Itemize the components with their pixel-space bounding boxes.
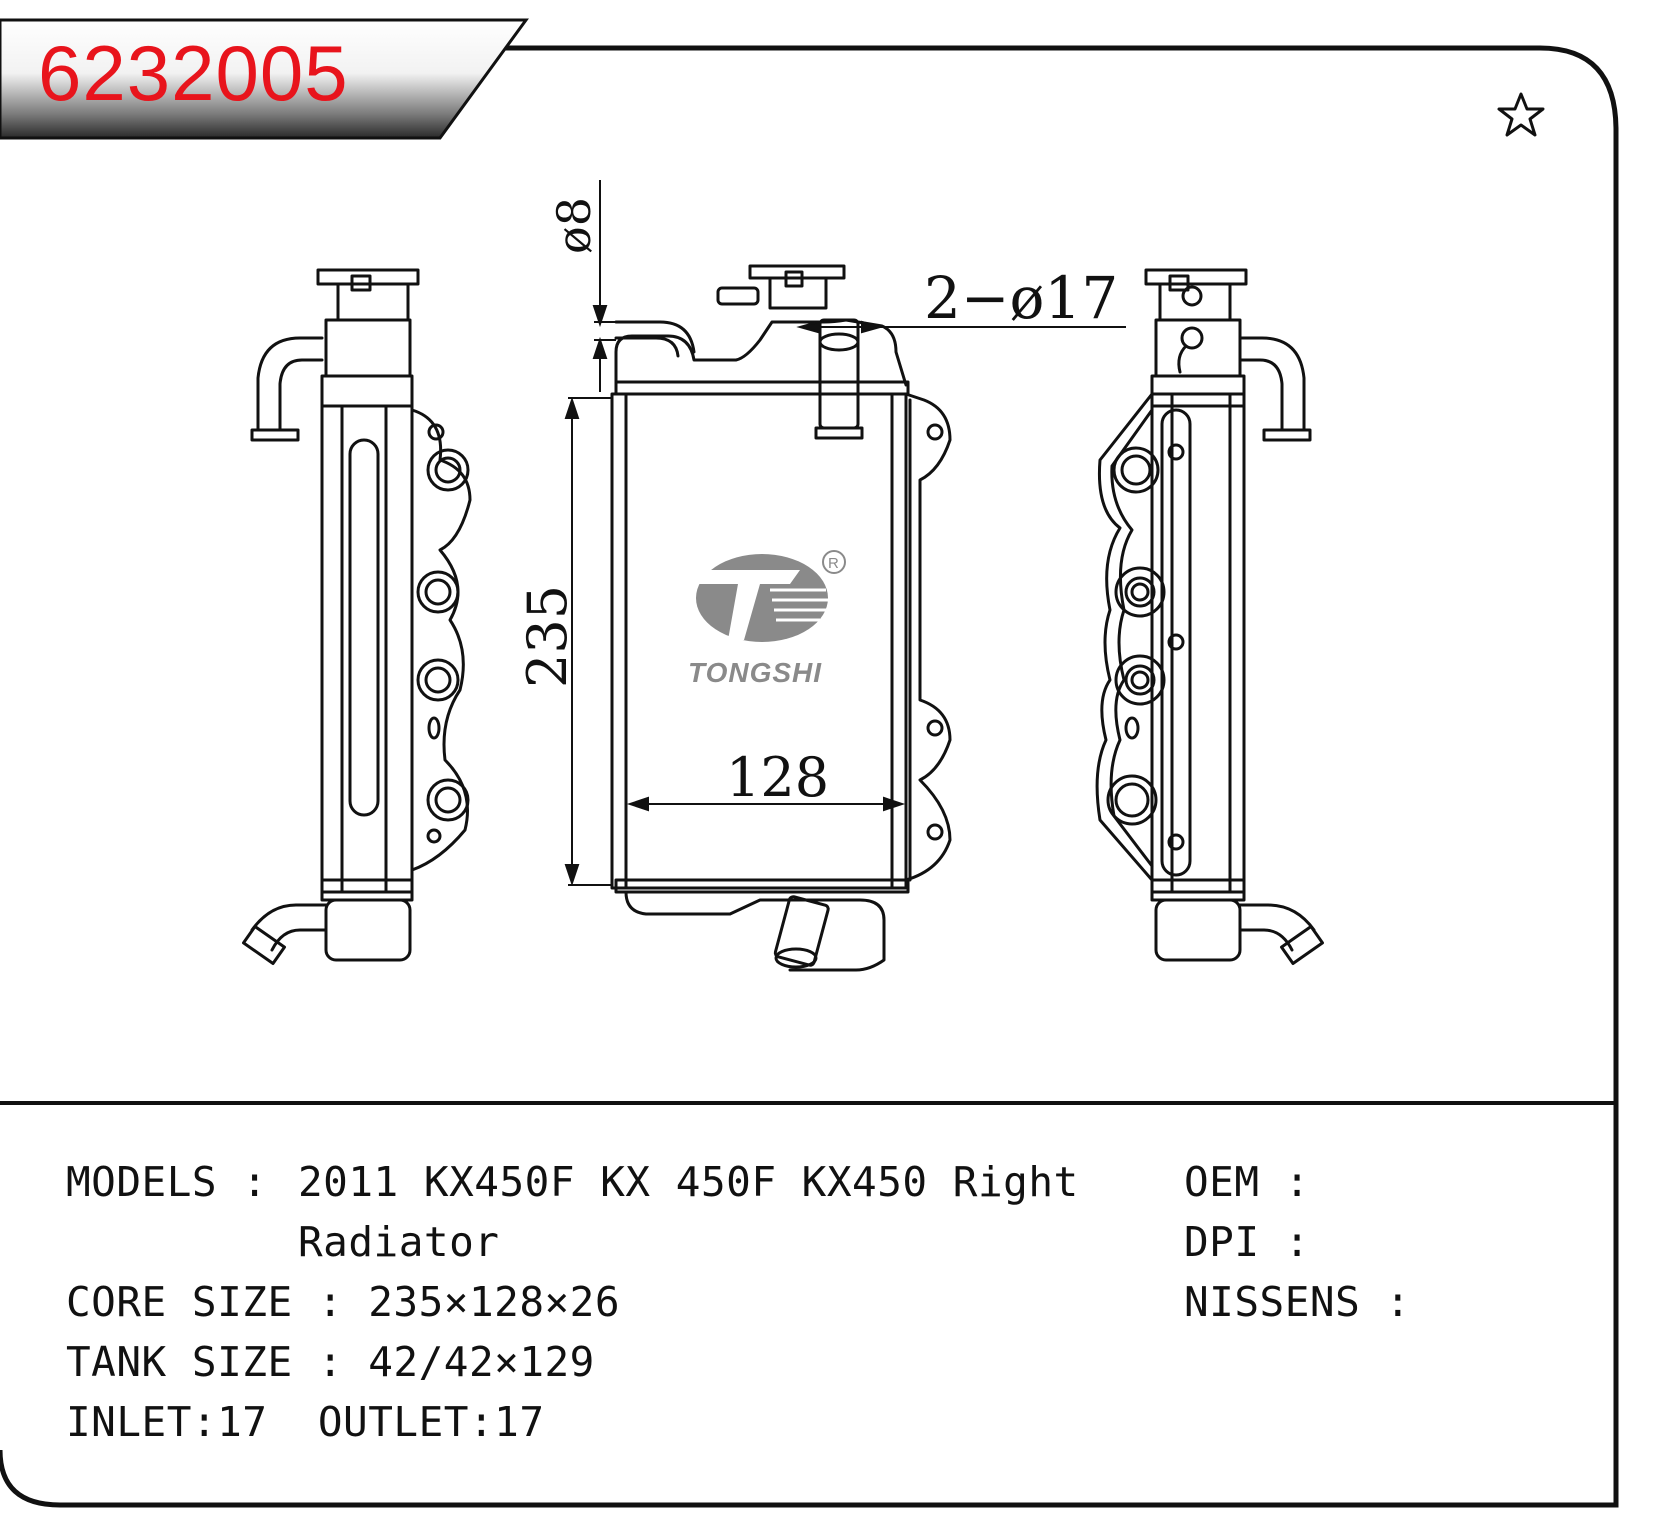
dim-width-label: 128 (726, 746, 829, 809)
registered-letter: R (828, 555, 839, 572)
left-side-view (242, 268, 472, 966)
dimension-lines (564, 180, 1126, 887)
dim-pipes-label: 2−ø17 (924, 264, 1118, 332)
part-number: 6232005 (38, 29, 349, 117)
star-icon[interactable] (1496, 90, 1546, 140)
dpi-label: DPI : (1184, 1218, 1310, 1266)
registered-mark (822, 550, 846, 574)
right-side-view (1095, 268, 1324, 966)
models-value: 2011 KX450F KX 450F KX450 Right (298, 1158, 1079, 1206)
models-label: MODELS : (66, 1158, 293, 1206)
part-number-tag (0, 18, 529, 140)
inlet-outlet: INLET:17 OUTLET:17 (66, 1398, 545, 1446)
nissens-label: NISSENS : (1184, 1278, 1411, 1326)
brand-logo: R TONGSHI (688, 550, 846, 688)
models-value-cont: Radiator (298, 1218, 500, 1266)
oem-label: OEM : (1184, 1158, 1310, 1206)
sheet-frame (0, 45, 1619, 1508)
core-size: CORE SIZE : 235×128×26 (66, 1278, 621, 1326)
front-view (610, 264, 952, 972)
dim-tube-label: ø8 (547, 197, 601, 254)
dim-height-label: 235 (516, 585, 579, 688)
tank-size: TANK SIZE : 42/42×129 (66, 1338, 595, 1386)
brand-name: TONGSHI (688, 657, 822, 688)
